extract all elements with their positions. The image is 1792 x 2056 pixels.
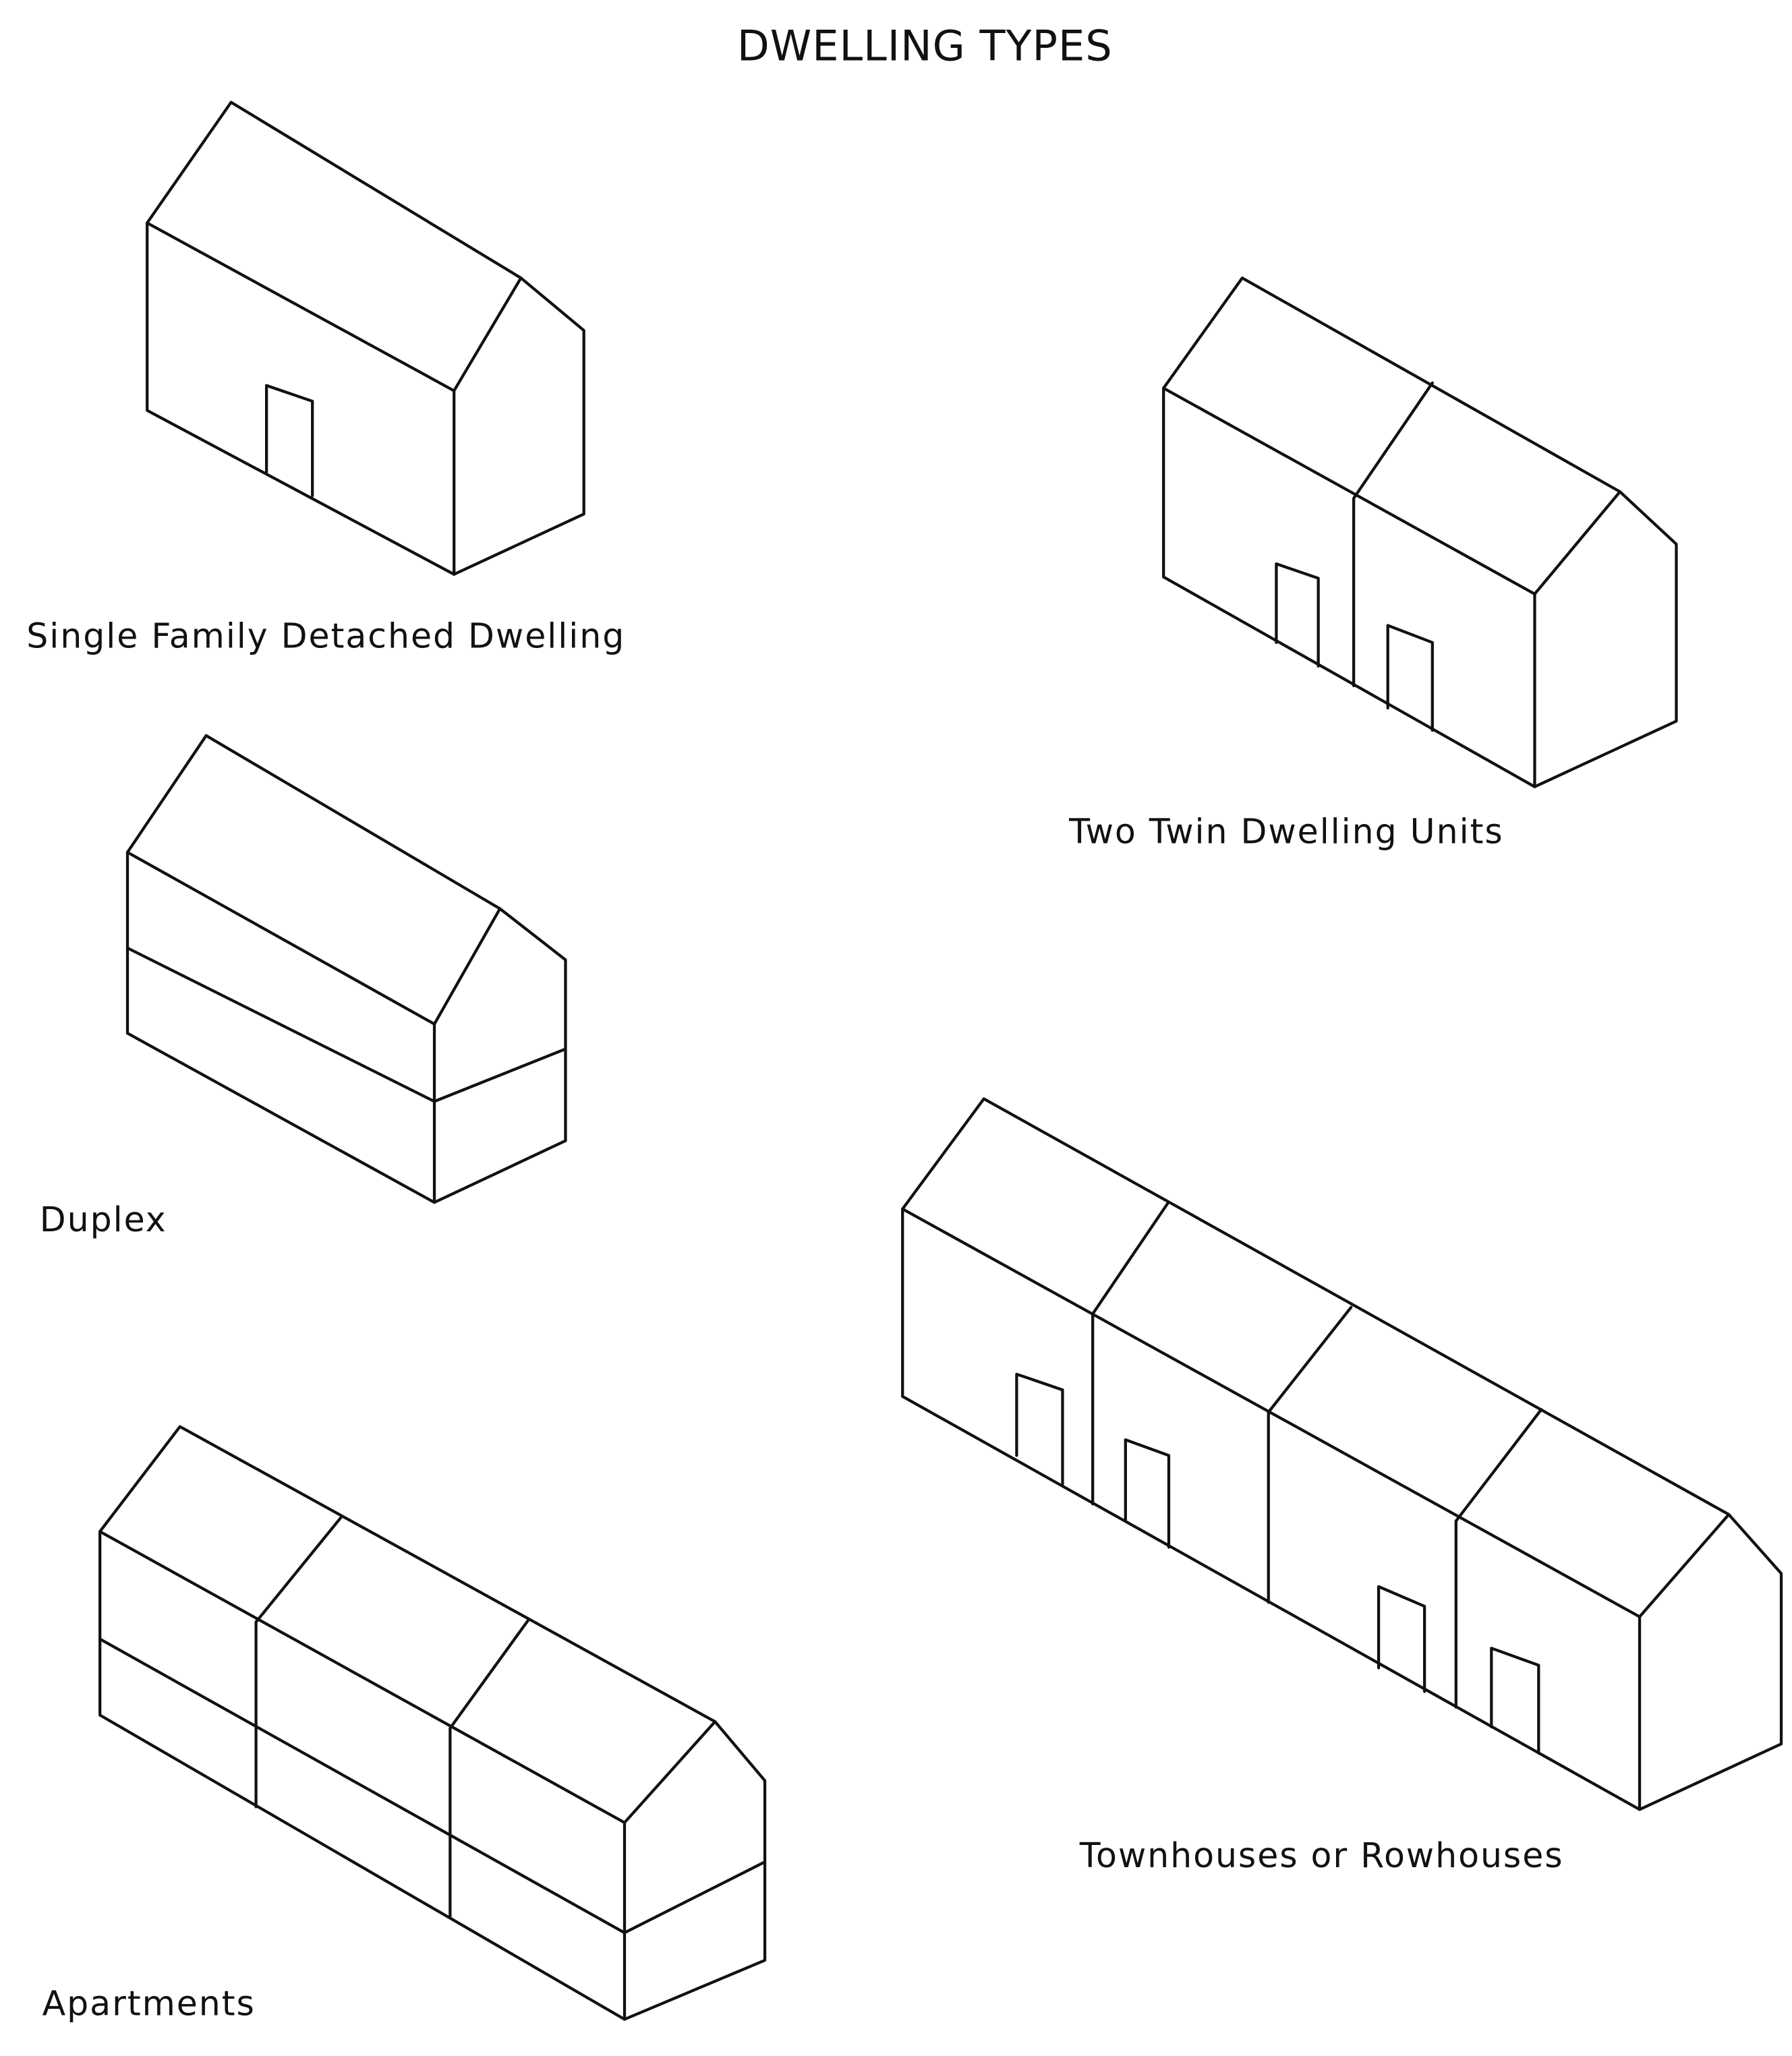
door-icon [1490, 1647, 1540, 1755]
door-icon [1386, 624, 1434, 732]
door-icon [1275, 562, 1320, 668]
label-townhouses: Townhouses or Rowhouses [1079, 1835, 1564, 1875]
two-twin-house-drawing [1162, 276, 1678, 788]
label-two-twin: Two Twin Dwelling Units [1068, 811, 1503, 851]
label-single-family: Single Family Detached Dwelling [26, 616, 625, 656]
townhouses-drawing [901, 1097, 1783, 1811]
door-icon [1377, 1585, 1426, 1693]
door-icon [264, 384, 314, 498]
label-apartments: Apartments [42, 1984, 256, 2024]
door-icon [1124, 1438, 1171, 1549]
duplex-drawing [125, 734, 567, 1204]
door-icon [1015, 1372, 1064, 1486]
diagram-title: DWELLING TYPES [737, 21, 1113, 70]
apartments-drawing [98, 1425, 767, 2021]
single-family-house-drawing [146, 100, 585, 576]
label-duplex: Duplex [40, 1200, 167, 1239]
